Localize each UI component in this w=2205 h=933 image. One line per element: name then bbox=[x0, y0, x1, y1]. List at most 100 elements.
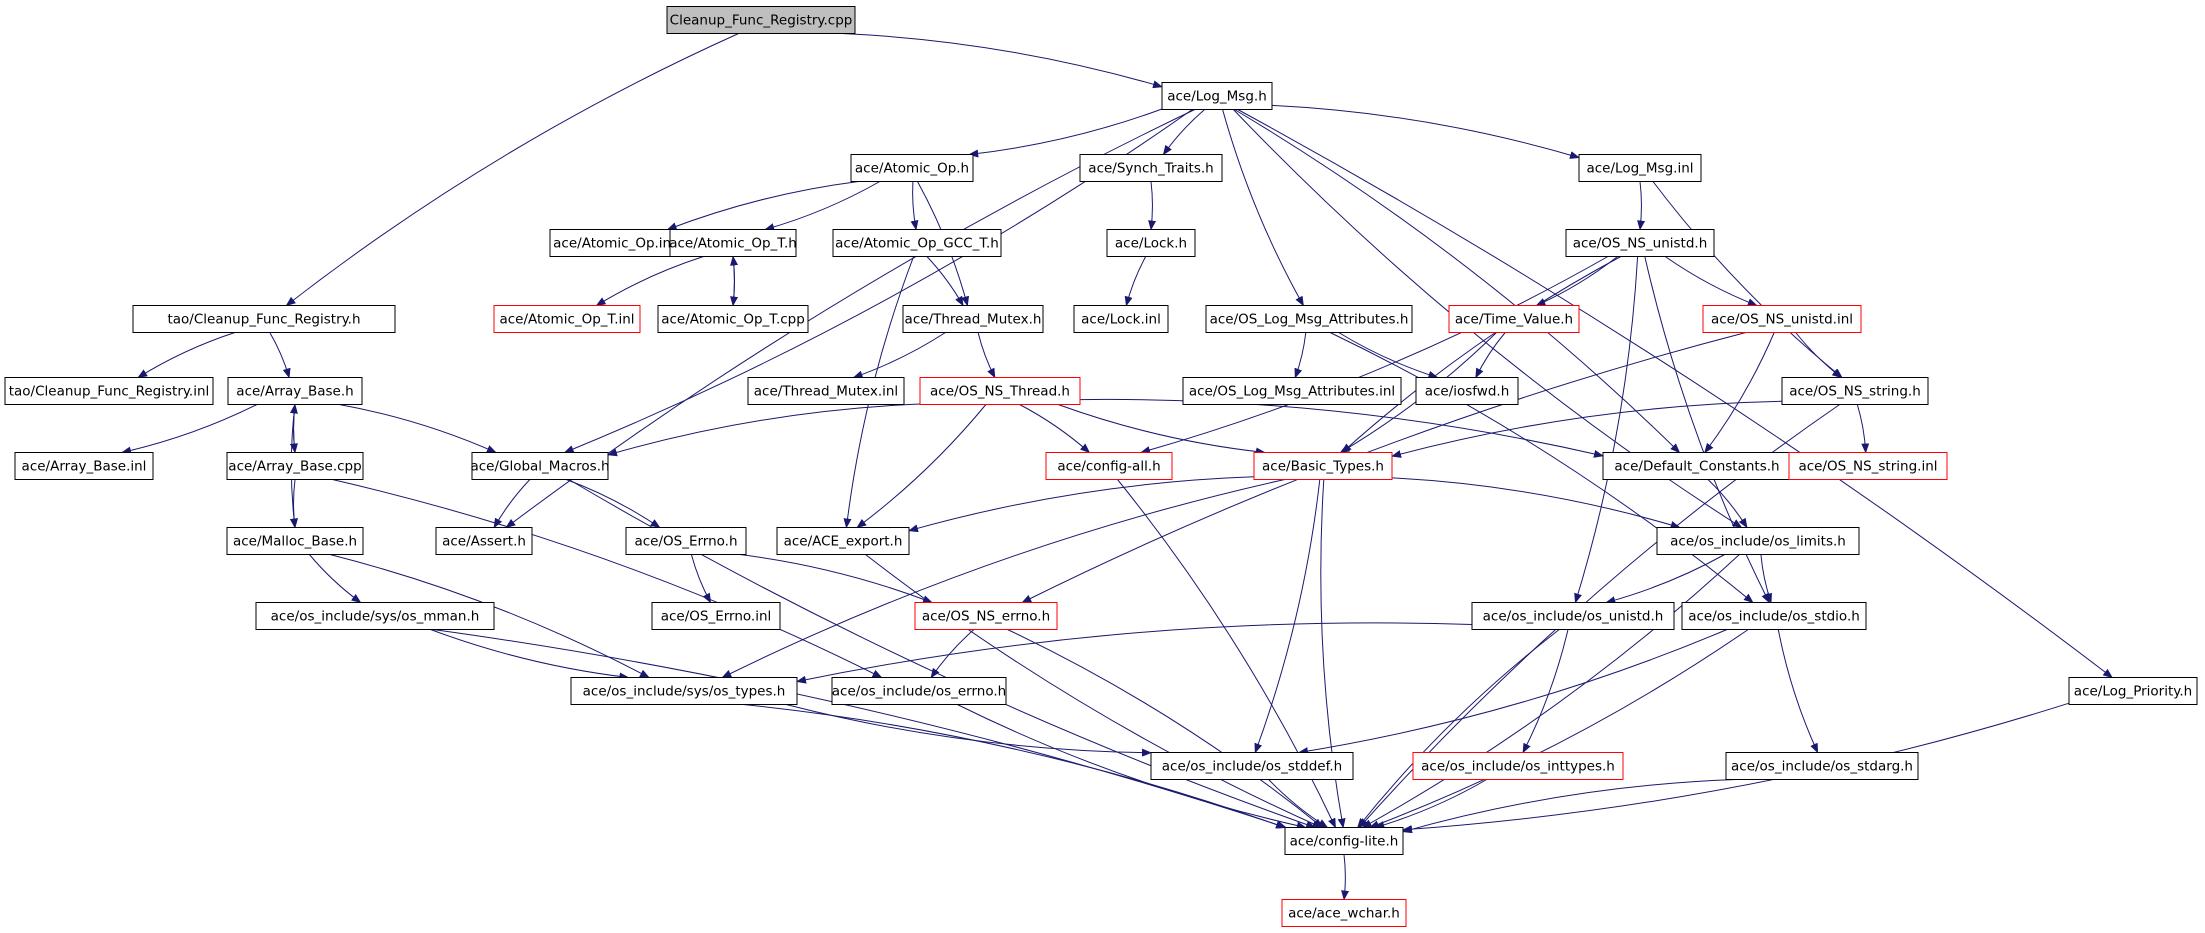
node-ace-os-ns-unistd-h[interactable]: ace/OS_NS_unistd.h bbox=[1565, 229, 1715, 257]
node-ace-os-errno-h[interactable]: ace/OS_Errno.h bbox=[625, 527, 747, 555]
node-ace-synch-traits-h[interactable]: ace/Synch_Traits.h bbox=[1079, 154, 1223, 182]
node-ace-default-constants-h[interactable]: ace/Default_Constants.h bbox=[1602, 452, 1792, 480]
node-ace-os-ns-string-inl[interactable]: ace/OS_NS_string.inl bbox=[1788, 452, 1948, 480]
node-box bbox=[776, 527, 910, 555]
node-label: ace/Array_Base.cpp bbox=[228, 459, 361, 475]
node-ace-os-ns-errno-h[interactable]: ace/OS_NS_errno.h bbox=[914, 602, 1058, 630]
node-ace-os-ns-string-h[interactable]: ace/OS_NS_string.h bbox=[1781, 377, 1929, 405]
node-box bbox=[651, 602, 781, 630]
node-ace-malloc-base-h[interactable]: ace/Malloc_Base.h bbox=[226, 527, 364, 555]
node-ace-atomic-op-gcc-t-h[interactable]: ace/Atomic_Op_GCC_T.h bbox=[832, 229, 1002, 257]
node-box bbox=[1602, 452, 1792, 480]
node-ace-os-log-msg-attributes-h[interactable]: ace/OS_Log_Msg_Attributes.h bbox=[1205, 305, 1413, 333]
node-box bbox=[1079, 154, 1223, 182]
node-ace-log-priority-h[interactable]: ace/Log_Priority.h bbox=[2068, 677, 2198, 705]
node-label: ace/OS_Log_Msg_Attributes.inl bbox=[1189, 384, 1395, 400]
node-ace-array-base-cpp[interactable]: ace/Array_Base.cpp bbox=[226, 452, 364, 480]
node-ace-thread-mutex-h[interactable]: ace/Thread_Mutex.h bbox=[902, 305, 1044, 333]
edge-os_stdio-to-config_lite bbox=[1368, 629, 1749, 829]
edge-os_unistd-to-config_lite bbox=[1357, 629, 1560, 829]
node-label: ace/Atomic_Op_T.h bbox=[669, 236, 797, 252]
edge-config_lite-to-ace_wchar bbox=[1341, 854, 1350, 901]
node-label: ace/os_include/sys/os_mman.h bbox=[271, 609, 480, 625]
node-ace-os-include-os-stddef-h[interactable]: ace/os_include/os_stddef.h bbox=[1150, 752, 1354, 780]
edge-array_base-to-array_base_inl bbox=[121, 404, 258, 455]
node-ace-os-errno-inl[interactable]: ace/OS_Errno.inl bbox=[651, 602, 781, 630]
node-ace-global-macros-h[interactable]: ace/Global_Macros.h bbox=[470, 452, 610, 480]
node-box bbox=[1182, 377, 1402, 405]
node-ace-os-include-os-stdio-h[interactable]: ace/os_include/os_stdio.h bbox=[1681, 602, 1867, 630]
node-ace-array-base-h[interactable]: ace/Array_Base.h bbox=[227, 377, 363, 405]
edge-atomic_gcc-to-thread_mutex bbox=[926, 256, 964, 307]
node-ace-ace-export-h[interactable]: ace/ACE_export.h bbox=[776, 527, 910, 555]
edge-atomic_op_t-to-atomic_op_t_inl bbox=[595, 256, 704, 307]
node-ace-os-include-os-inttypes-h[interactable]: ace/os_include/os_inttypes.h bbox=[1412, 752, 1624, 780]
edge-os_limits-to-os_stdio bbox=[1760, 554, 1772, 604]
edge-os_ns_thread-to-ace_export bbox=[856, 404, 987, 529]
node-ace-os-include-os-unistd-h[interactable]: ace/os_include/os_unistd.h bbox=[1471, 602, 1675, 630]
node-ace-log-msg-h[interactable]: ace/Log_Msg.h bbox=[1161, 82, 1273, 110]
node-box bbox=[1161, 82, 1273, 110]
node-ace-os-include-sys-os-types-h[interactable]: ace/os_include/sys/os_types.h bbox=[570, 677, 798, 705]
edge-basic_types-to-os_limits bbox=[1391, 477, 1681, 529]
node-tao-cleanup-func-registry-h[interactable]: tao/Cleanup_Func_Registry.h bbox=[132, 305, 396, 333]
node-ace-array-base-inl[interactable]: ace/Array_Base.inl bbox=[14, 452, 154, 480]
edge-os_ns_unistd-to-os_unistd bbox=[1574, 256, 1639, 604]
node-ace-thread-mutex-inl[interactable]: ace/Thread_Mutex.inl bbox=[747, 377, 905, 405]
node-label: ace/Atomic_Op.h bbox=[855, 161, 969, 177]
node-box bbox=[1281, 899, 1407, 927]
node-label: ace/OS_NS_Thread.h bbox=[930, 384, 1070, 400]
edge-atomic_op_t_cpp-to-atomic_op_t bbox=[730, 255, 739, 306]
edge-atomic_op-to-atomic_gcc bbox=[910, 181, 919, 231]
node-ace-atomic-op-h[interactable]: ace/Atomic_Op.h bbox=[850, 154, 974, 182]
node-box bbox=[1045, 452, 1173, 480]
node-ace-config-all-h[interactable]: ace/config-all.h bbox=[1045, 452, 1173, 480]
node-ace-atomic-op-t-h[interactable]: ace/Atomic_Op_T.h bbox=[669, 229, 797, 257]
edge-array_base_cpp-to-malloc_base bbox=[289, 479, 298, 529]
edge-malloc_base-to-os_mman bbox=[309, 554, 362, 604]
node-tao-cleanup-func-registry-inl[interactable]: tao/Cleanup_Func_Registry.inl bbox=[4, 377, 214, 405]
node-ace-os-include-os-errno-h[interactable]: ace/os_include/os_errno.h bbox=[831, 677, 1007, 705]
node-box bbox=[1073, 305, 1169, 333]
edge-os_ns_thread-to-config_all bbox=[1019, 404, 1091, 454]
node-ace-os-ns-thread-h[interactable]: ace/OS_NS_Thread.h bbox=[919, 377, 1081, 405]
node-ace-atomic-op-inl[interactable]: ace/Atomic_Op.inl bbox=[549, 229, 679, 257]
node-label: ace/Global_Macros.h bbox=[470, 459, 609, 475]
node-ace-log-msg-inl[interactable]: ace/Log_Msg.inl bbox=[1578, 154, 1702, 182]
node-label: ace/Log_Priority.h bbox=[2074, 684, 2192, 700]
edge-basic_types-to-ace_export bbox=[908, 476, 1255, 533]
node-ace-lock-h[interactable]: ace/Lock.h bbox=[1106, 229, 1196, 257]
node-box bbox=[435, 527, 533, 555]
node-box bbox=[1106, 229, 1196, 257]
node-ace-basic-types-h[interactable]: ace/Basic_Types.h bbox=[1253, 452, 1393, 480]
node-ace-os-include-os-limits-h[interactable]: ace/os_include/os_limits.h bbox=[1656, 527, 1860, 555]
node-ace-os-include-os-stdarg-h[interactable]: ace/os_include/os_stdarg.h bbox=[1725, 752, 1919, 780]
node-ace-time-value-h[interactable]: ace/Time_Value.h bbox=[1448, 305, 1580, 333]
node-label: ace/OS_NS_unistd.h bbox=[1573, 236, 1708, 252]
node-ace-ace-wchar-h[interactable]: ace/ace_wchar.h bbox=[1281, 899, 1407, 927]
node-label: ace/Basic_Types.h bbox=[1262, 459, 1384, 475]
node-ace-os-include-sys-os-mman-h[interactable]: ace/os_include/sys/os_mman.h bbox=[255, 602, 495, 630]
node-label: ace/Lock.inl bbox=[1081, 312, 1161, 328]
node-ace-atomic-op-t-inl[interactable]: ace/Atomic_Op_T.inl bbox=[493, 305, 641, 333]
node-ace-config-lite-h[interactable]: ace/config-lite.h bbox=[1284, 827, 1404, 855]
edge-os_stddef-to-config_lite bbox=[1268, 779, 1329, 829]
edge-default_constants-to-os_limits bbox=[1707, 479, 1748, 529]
edge-os_limits-to-config_lite bbox=[1361, 554, 1740, 828]
node-box bbox=[1415, 377, 1519, 405]
node-box bbox=[747, 377, 905, 405]
node-ace-assert-h[interactable]: ace/Assert.h bbox=[435, 527, 533, 555]
edge-os_ns_unistd-to-config_all bbox=[1140, 256, 1609, 454]
node-ace-os-log-msg-attributes-inl[interactable]: ace/OS_Log_Msg_Attributes.inl bbox=[1182, 377, 1402, 405]
node-box bbox=[570, 677, 798, 705]
node-box bbox=[226, 527, 364, 555]
edge-thread_mutex-to-os_ns_thread bbox=[977, 332, 996, 379]
node-ace-iosfwd-h[interactable]: ace/iosfwd.h bbox=[1415, 377, 1519, 405]
node-label: tao/Cleanup_Func_Registry.inl bbox=[9, 384, 210, 400]
node-cleanup-func-registry-cpp[interactable]: Cleanup_Func_Registry.cpp bbox=[666, 6, 856, 34]
node-ace-atomic-op-t-cpp[interactable]: ace/Atomic_Op_T.cpp bbox=[657, 305, 809, 333]
node-box bbox=[1725, 752, 1919, 780]
node-ace-lock-inl[interactable]: ace/Lock.inl bbox=[1073, 305, 1169, 333]
node-label: ace/config-lite.h bbox=[1290, 834, 1399, 850]
node-ace-os-ns-unistd-inl[interactable]: ace/OS_NS_unistd.inl bbox=[1702, 305, 1862, 333]
